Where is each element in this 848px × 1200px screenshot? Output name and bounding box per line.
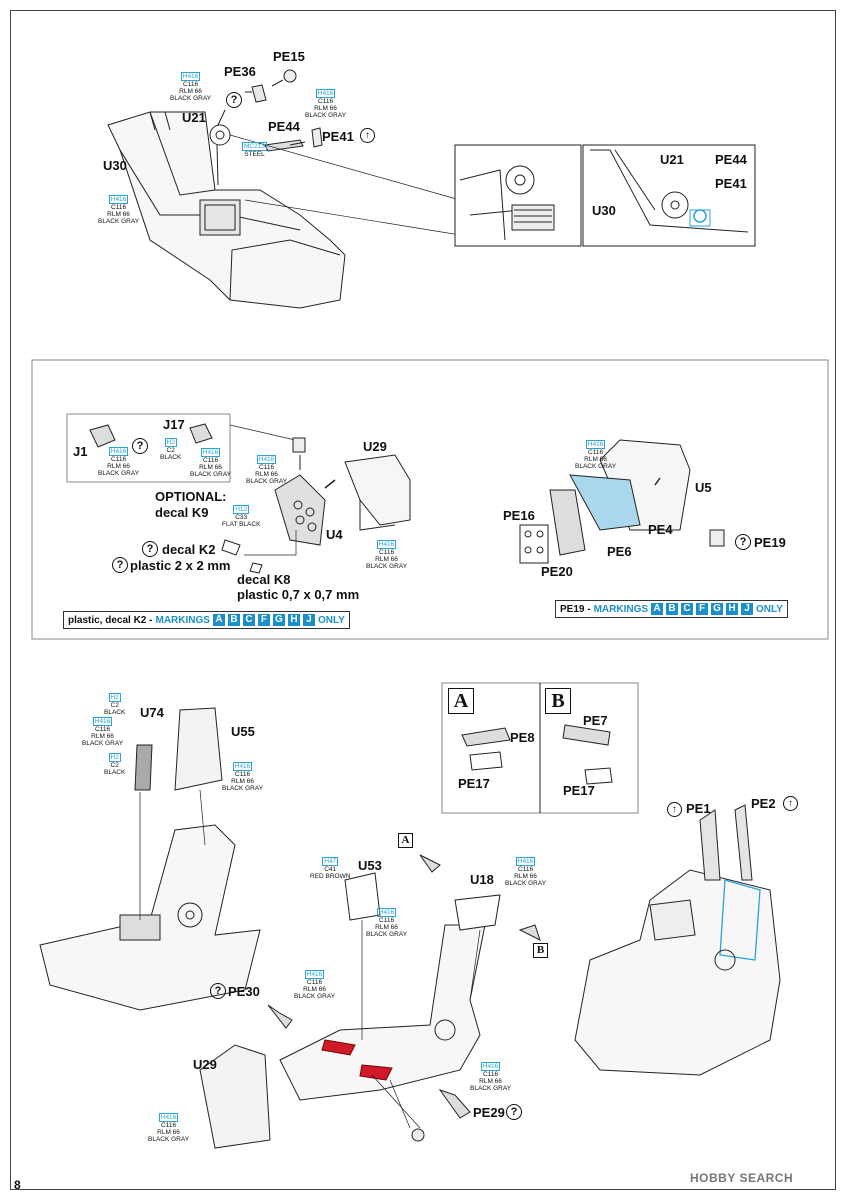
markings-bar-left: plastic, decal K2 - MARKINGS A B C F G H… [63,611,350,629]
optional-question-icon: ? [132,438,148,454]
paint-callout: H12 C33 FLAT BLACK [222,505,261,528]
ref-b-box: B [533,943,548,958]
marking-h: H [287,614,300,626]
part-pe4: PE4 [648,522,673,537]
paint-callout: H416 C116 RLM 66 BLACK GRAY [505,857,547,887]
part-pe29: PE29 [473,1105,505,1120]
detail-pe44: PE44 [715,152,747,167]
marking-g: G [272,614,285,626]
paint-callout: H416 C116 RLM 66 BLACK GRAY [190,448,232,478]
part-pe30: PE30 [228,984,260,999]
part-pe36: PE36 [224,64,256,79]
part-j17: J17 [163,417,185,432]
part-u4: U4 [326,527,343,542]
optional-question-icon: ? [506,1104,522,1120]
part-u21: U21 [182,110,206,125]
paint-callout: H2 C2 BLACK [104,693,126,716]
paint-callout: H416 C116 RLM 66 BLACK GRAY [294,970,336,1000]
marking-f: F [257,614,270,626]
part-u30: U30 [103,158,127,173]
part-pe20: PE20 [541,564,573,579]
paint-callout: H416 C116 RLM 66 BLACK GRAY [222,762,264,792]
markings-bar-right: PE19 - MARKINGS A B C F G H J ONLY [555,600,788,618]
marking-f: F [696,603,709,615]
paint-callout: H416 C116 RLM 66 BLACK GRAY [82,717,124,747]
marking-b: B [227,614,240,626]
part-pe16: PE16 [503,508,535,523]
part-pe17-b: PE17 [563,783,595,798]
part-pe8: PE8 [510,730,535,745]
part-pe2: PE2 [751,796,776,811]
marking-j: J [302,614,315,626]
ref-a-box: A [398,833,413,848]
part-u18: U18 [470,872,494,887]
flip-arrow-icon: ↑ [360,128,375,143]
detail-u30: U30 [592,203,616,218]
decal-k8-label: decal K8 [237,572,291,587]
part-pe19: PE19 [754,535,786,550]
paint-callout: H2 C2 BLACK [160,438,182,461]
watermark: HOBBY SEARCH [690,1171,794,1185]
paint-callout: H416 C116 RLM 66 BLACK GRAY [575,440,617,470]
optional-question-icon: ? [735,534,751,550]
optional-question-icon: ? [226,92,242,108]
decal-k9-label: decal K9 [155,505,209,520]
plastic-07mm-label: plastic 0,7 x 0,7 mm [237,587,360,602]
marking-j: J [741,603,754,615]
optional-question-icon: ? [210,983,226,999]
part-pe44: PE44 [268,119,300,134]
marking-b: B [666,603,679,615]
part-pe6: PE6 [607,544,632,559]
part-u29: U29 [363,439,387,454]
paint-callout: H47 C41 RED BROWN [310,857,351,880]
paint-callout: H416 C116 RLM 66 BLACK GRAY [366,908,408,938]
flip-arrow-icon: ↑ [667,802,682,817]
paint-callout: H2 C2 BLACK [104,753,126,776]
detail-u21: U21 [660,152,684,167]
part-u74: U74 [140,705,164,720]
paint-callout: H416 C116 RLM 66 BLACK GRAY [170,72,212,102]
detail-pe41: PE41 [715,176,747,191]
paint-callout: H416 C116 RLM 66 BLACK GRAY [148,1113,190,1143]
marking-a: A [212,614,225,626]
optional-question-icon: ? [142,541,158,557]
variant-a-box: A [448,688,474,714]
part-j1: J1 [73,444,88,459]
paint-callout: MC213 STEEL [242,142,267,158]
marking-g: G [711,603,724,615]
paint-callout: H416 C116 RLM 66 BLACK GRAY [246,455,288,485]
part-pe1: PE1 [686,801,711,816]
variant-b-box: B [545,688,571,714]
paint-callout: H416 C116 RLM 66 BLACK GRAY [366,540,408,570]
part-u55: U55 [231,724,255,739]
marking-c: C [242,614,255,626]
paint-callout: H416 C116 RLM 66 BLACK GRAY [98,447,140,477]
marking-h: H [726,603,739,615]
paint-callout: H416 C116 RLM 66 BLACK GRAY [305,89,347,119]
page-number: 8 [14,1178,21,1192]
paint-callout: H416 C116 RLM 66 BLACK GRAY [470,1062,512,1092]
part-pe15: PE15 [273,49,305,64]
optional-label: OPTIONAL: [155,489,227,504]
marking-a: A [651,603,664,615]
part-u5: U5 [695,480,712,495]
part-pe41: PE41 [322,129,354,144]
page-frame [10,10,836,1190]
plastic-2mm-label: plastic 2 x 2 mm [130,558,231,573]
part-u53: U53 [358,858,382,873]
part-pe7: PE7 [583,713,608,728]
optional-question-icon: ? [112,557,128,573]
decal-k2-label: decal K2 [162,542,216,557]
paint-callout: H416 C116 RLM 66 BLACK GRAY [98,195,140,225]
marking-c: C [681,603,694,615]
flip-arrow-icon: ↑ [783,796,798,811]
part-pe17-a: PE17 [458,776,490,791]
part-u29-lower: U29 [193,1057,217,1072]
